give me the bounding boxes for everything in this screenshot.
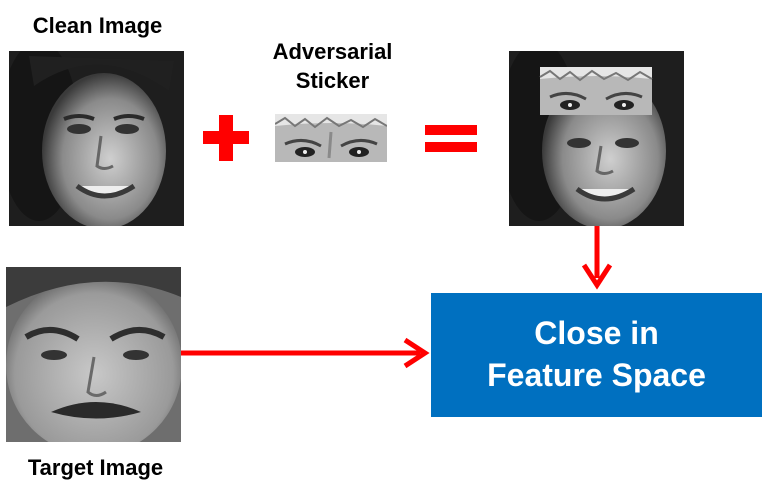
close-in-feature-space-box: Close in Feature Space [431, 293, 762, 417]
adversarial-sticker [275, 114, 387, 162]
down-arrow-icon [581, 226, 613, 290]
plus-icon [203, 115, 249, 161]
right-arrow-icon [181, 337, 430, 369]
face-with-sticker-icon [509, 51, 684, 226]
target-image-label: Target Image [27, 455, 164, 480]
adversarial-label-line2: Sticker [295, 67, 370, 93]
face-photo-icon [6, 267, 181, 442]
box-title-line1: Close in [534, 315, 659, 352]
adversarial-label-line1: Adversarial [272, 39, 393, 64]
box-title-line2: Feature Space [487, 357, 706, 393]
clean-image [9, 51, 184, 226]
adversarial-sticker-label: Adversarial Sticker [245, 38, 420, 95]
result-image [509, 51, 684, 226]
equals-icon [425, 125, 477, 152]
clean-image-label: Clean Image [32, 13, 163, 38]
target-image [6, 267, 181, 442]
eyes-sticker-icon [275, 114, 387, 162]
face-photo-icon [9, 51, 184, 226]
